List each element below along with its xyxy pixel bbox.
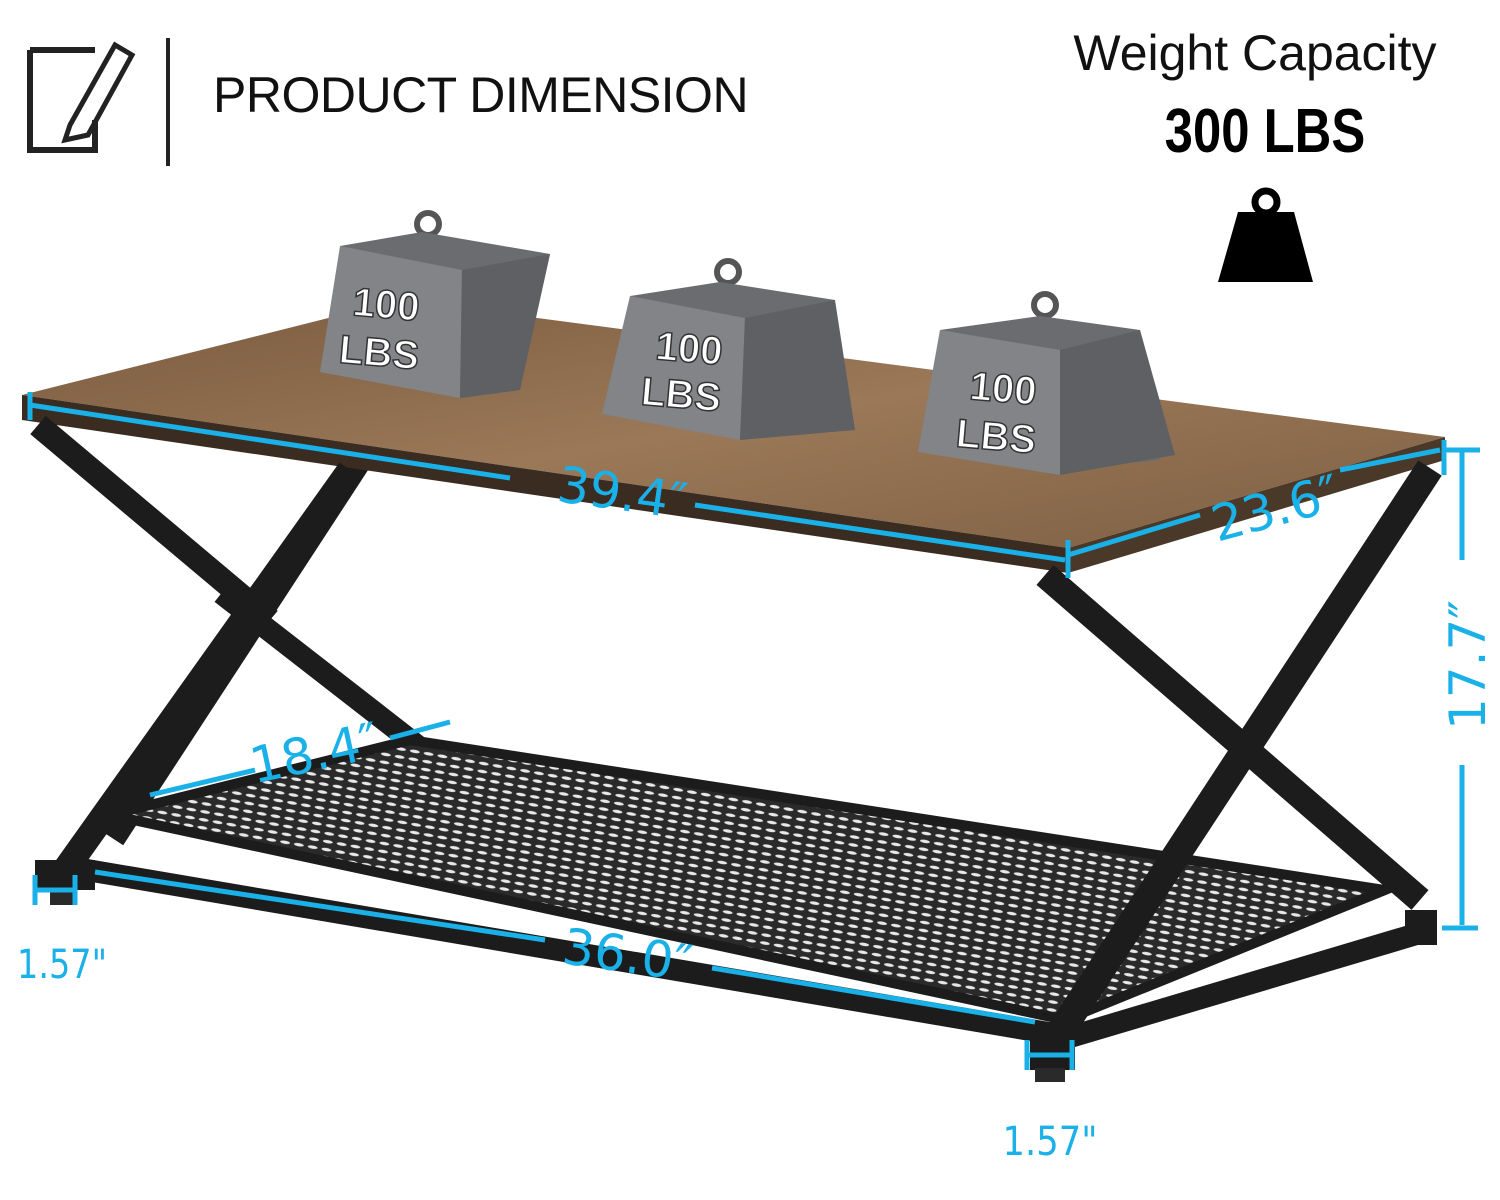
weight-block-2 [602, 258, 855, 440]
weight-label-amount-2: 100 [654, 324, 724, 374]
capacity-value: 300 LBS [1164, 97, 1366, 166]
weight-icon [1218, 187, 1313, 282]
height-label: 17.7″ [1439, 600, 1497, 730]
leg-left-label: 1.57" [17, 942, 107, 988]
weight-block-3 [918, 291, 1175, 475]
weight-label-unit-1: LBS [337, 328, 421, 379]
page-title: PRODUCT DIMENSION [213, 67, 749, 123]
weight-label-amount-3: 100 [968, 364, 1038, 414]
weight-label-unit-2: LBS [639, 370, 723, 421]
weight-label-amount-1: 100 [351, 280, 421, 330]
leg-right-label: 1.57" [1003, 1119, 1098, 1165]
weight-label-unit-3: LBS [954, 412, 1038, 463]
mesh-shelf [108, 734, 1404, 1026]
dimension-lines [27, 392, 1480, 1070]
weight-block-1 [320, 210, 550, 398]
capacity-label: Weight Capacity [1073, 25, 1437, 81]
ruler-note-icon [27, 41, 136, 153]
